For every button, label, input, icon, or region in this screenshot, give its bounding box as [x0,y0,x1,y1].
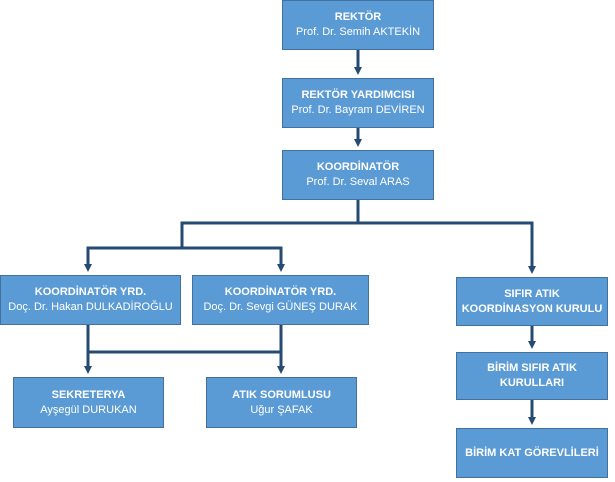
node-person: Prof. Dr. Bayram DEVİREN [291,104,425,116]
node-koordinator-yrd-1: KOORDİNATÖR YRD. Doç. Dr. Hakan DULKADİR… [0,275,181,325]
node-rektor-yardimcisi: REKTÖR YARDIMCISI Prof. Dr. Bayram DEVİR… [282,78,434,128]
node-koordinator-yrd-2: KOORDİNATÖR YRD. Doç. Dr. Sevgi GÜNEŞ DU… [192,275,369,325]
node-birim-kat-gorevlileri: BİRİM KAT GÖREVLİLERİ [456,428,608,478]
node-sekreterya: SEKRETERYA Ayşegül DURUKAN [13,377,164,428]
node-person: Prof. Dr. Semih AKTEKİN [295,26,421,38]
node-title-line2: KOORDİNASYON KURULU [461,302,603,315]
node-rektor: REKTÖR Prof. Dr. Semih AKTEKİN [282,0,434,50]
node-title: REKTÖR YARDIMCISI [301,89,415,101]
connector-main-bus [180,221,536,274]
node-title-line2: KURULLARI [499,377,565,389]
node-atik-sorumlusu: ATIK SORUMLUSU Uğur ŞAFAK [206,377,357,428]
node-person: Prof. Dr. Seval ARAS [306,176,410,188]
node-person: Ayşegül DURUKAN [40,403,137,416]
node-person: Uğur ŞAFAK [250,403,313,416]
node-sifir-atik-koordinasyon-kurulu: SIFIR ATIK KOORDİNASYON KURULU [456,277,608,326]
node-title: KOORDİNATÖR [316,161,400,173]
node-title: ATIK SORUMLUSU [232,388,331,401]
node-title-line1: SIFIR ATIK [504,287,560,300]
node-koordinator: KOORDİNATÖR Prof. Dr. Seval ARAS [282,150,434,200]
node-title: SEKRETERYA [51,388,126,401]
node-title-line1: BİRİM SIFIR ATIK [487,362,577,374]
node-title: BİRİM KAT GÖREVLİLERİ [465,446,599,459]
node-birim-sifir-atik-kurullari: BİRİM SIFIR ATIK KURULLARI [456,352,608,400]
node-title: REKTÖR [334,11,382,23]
node-person: Doç. Dr. Hakan DULKADİROĞLU [8,301,173,313]
node-person: Doç. Dr. Sevgi GÜNEŞ DURAK [203,301,358,313]
node-title: KOORDİNATÖR YRD. [224,286,337,298]
connector-yrd-bus [86,246,283,268]
node-title: KOORDİNATÖR YRD. [34,286,147,298]
